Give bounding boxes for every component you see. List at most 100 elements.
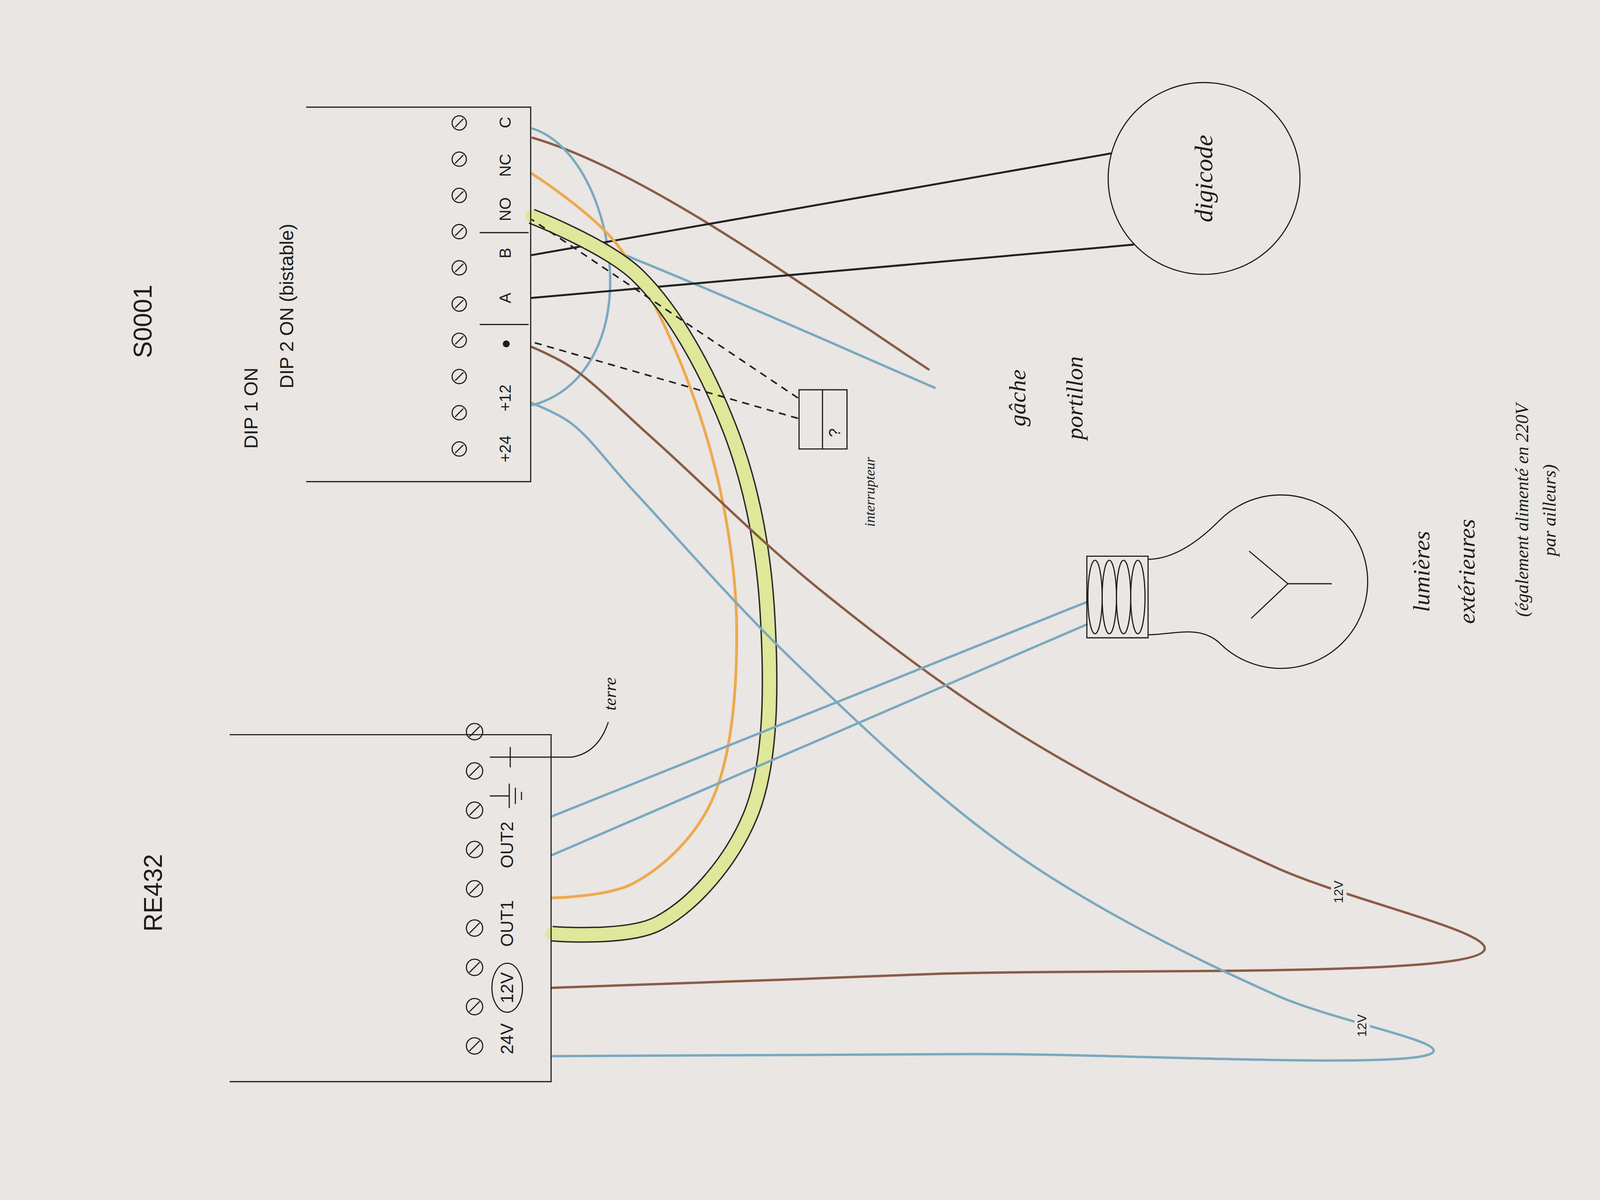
lamp-filament xyxy=(1248,551,1332,619)
lamp-thread xyxy=(1116,560,1131,634)
node-text: DIP 1 ON xyxy=(240,367,262,449)
terminal-screw xyxy=(466,998,483,1015)
terminal-screw xyxy=(466,1037,483,1054)
node-text: B xyxy=(496,247,514,259)
screw-slot xyxy=(469,765,480,777)
node-text: ● xyxy=(496,338,514,349)
outline-group xyxy=(798,389,847,449)
node-title: lumières extérieures xyxy=(1398,488,1490,655)
ground-symbol xyxy=(489,783,522,809)
terminal-screw xyxy=(451,405,467,420)
wire-label: 12V xyxy=(1354,1011,1370,1040)
wire-connector xyxy=(531,219,799,399)
screw-slot xyxy=(469,805,480,816)
screw-slot xyxy=(469,1001,480,1012)
screw-slot xyxy=(455,300,464,309)
housing-outline xyxy=(305,107,531,482)
wire-connector xyxy=(551,601,1087,817)
lamp-thread xyxy=(1087,560,1102,634)
connectors xyxy=(531,153,1485,1061)
screw-slot xyxy=(455,408,464,418)
wire-connector xyxy=(531,346,1485,988)
screw-slot xyxy=(469,844,480,855)
wire-path xyxy=(531,219,799,399)
screw-slot xyxy=(469,962,480,973)
terminal-screw xyxy=(466,919,483,937)
note-label: terre xyxy=(600,677,620,711)
wire-path xyxy=(531,216,770,935)
screw-slot xyxy=(455,372,464,381)
screw-slot xyxy=(455,336,464,345)
terminal-screw xyxy=(451,151,467,167)
screw-slot xyxy=(469,883,480,895)
screw-slot xyxy=(469,726,480,737)
node-text: (également alimenté en 220V par ailleurs… xyxy=(1508,399,1564,622)
housing-outline xyxy=(229,734,552,1082)
node-title: ? xyxy=(825,428,844,437)
wire-connector xyxy=(531,341,799,419)
bridge-wire xyxy=(532,128,610,406)
terminal-screw xyxy=(451,369,467,384)
screw-slot xyxy=(455,155,464,164)
terminal-screw xyxy=(466,959,483,976)
strike-wire xyxy=(532,137,929,370)
node-text: A xyxy=(496,292,514,304)
screw-slot xyxy=(455,263,464,273)
terminal-screw xyxy=(466,841,483,858)
terminal-screw xyxy=(451,296,467,312)
free-wires xyxy=(510,128,935,758)
node-text: interrupteur xyxy=(862,456,879,527)
earth-lead xyxy=(510,722,609,758)
node-text: 24V xyxy=(497,1023,517,1055)
terminal-screw xyxy=(451,224,467,239)
node-text: 12V xyxy=(497,972,517,1004)
screw-slot xyxy=(455,444,464,454)
controller-module: S0001DIP 1 ON DIP 2 ON (bistable) +24 +12 ● A… xyxy=(112,96,532,486)
lamp-base xyxy=(1086,555,1149,638)
earth-symbol xyxy=(489,746,510,768)
cable-edge xyxy=(531,216,770,935)
wire-path xyxy=(551,601,1087,817)
screw-slot xyxy=(469,923,480,934)
terminal-screw xyxy=(466,801,483,819)
node-outline xyxy=(798,387,895,558)
wire-connector xyxy=(531,153,1111,256)
screw-slot xyxy=(455,191,464,200)
wire-connector xyxy=(531,403,1434,1061)
lamp-glass xyxy=(1148,494,1368,669)
wire-path xyxy=(531,403,1434,1061)
node-text: DIP 2 ON (bistable) xyxy=(276,223,298,389)
wire-label: 12V xyxy=(1330,878,1347,906)
lamp-symbol: lumières extérieures (également alimenté … xyxy=(1081,296,1580,727)
terminal-screw xyxy=(466,723,483,740)
terminal-screw xyxy=(451,333,467,348)
relay-module: RE432 24V 12V OUT1 OUT2 xyxy=(112,726,552,1086)
outline-group xyxy=(305,107,531,482)
wire-connector xyxy=(551,624,1087,856)
keypad-outline xyxy=(1108,82,1300,275)
switch-outline xyxy=(798,389,847,449)
lamp-thread xyxy=(1130,560,1145,634)
wire-path xyxy=(531,346,1485,988)
node-text: C xyxy=(496,116,514,129)
terminal-screw xyxy=(451,260,467,275)
circled-mark xyxy=(491,963,523,1012)
outline-group xyxy=(1086,494,1368,669)
node-title: S0001 xyxy=(128,284,157,358)
terminal-screw xyxy=(451,188,467,203)
node-text: +24 xyxy=(496,435,514,463)
node-text: OUT1 xyxy=(497,900,517,947)
node-text: OUT2 xyxy=(497,821,517,868)
node-text: +12 xyxy=(496,384,514,412)
terminal-separator xyxy=(479,232,529,325)
node-title: RE432 xyxy=(138,853,167,932)
outline-group xyxy=(229,723,552,1082)
terminal-screw xyxy=(466,880,483,897)
note-label: gâche portillon xyxy=(988,338,1104,458)
terminal-screw xyxy=(451,115,467,131)
outline-group xyxy=(1108,82,1300,275)
switch-box: ? interrupteur xyxy=(798,387,895,558)
node-outline xyxy=(1081,296,1580,727)
wire-path xyxy=(531,341,799,419)
node-outline xyxy=(112,726,552,1086)
